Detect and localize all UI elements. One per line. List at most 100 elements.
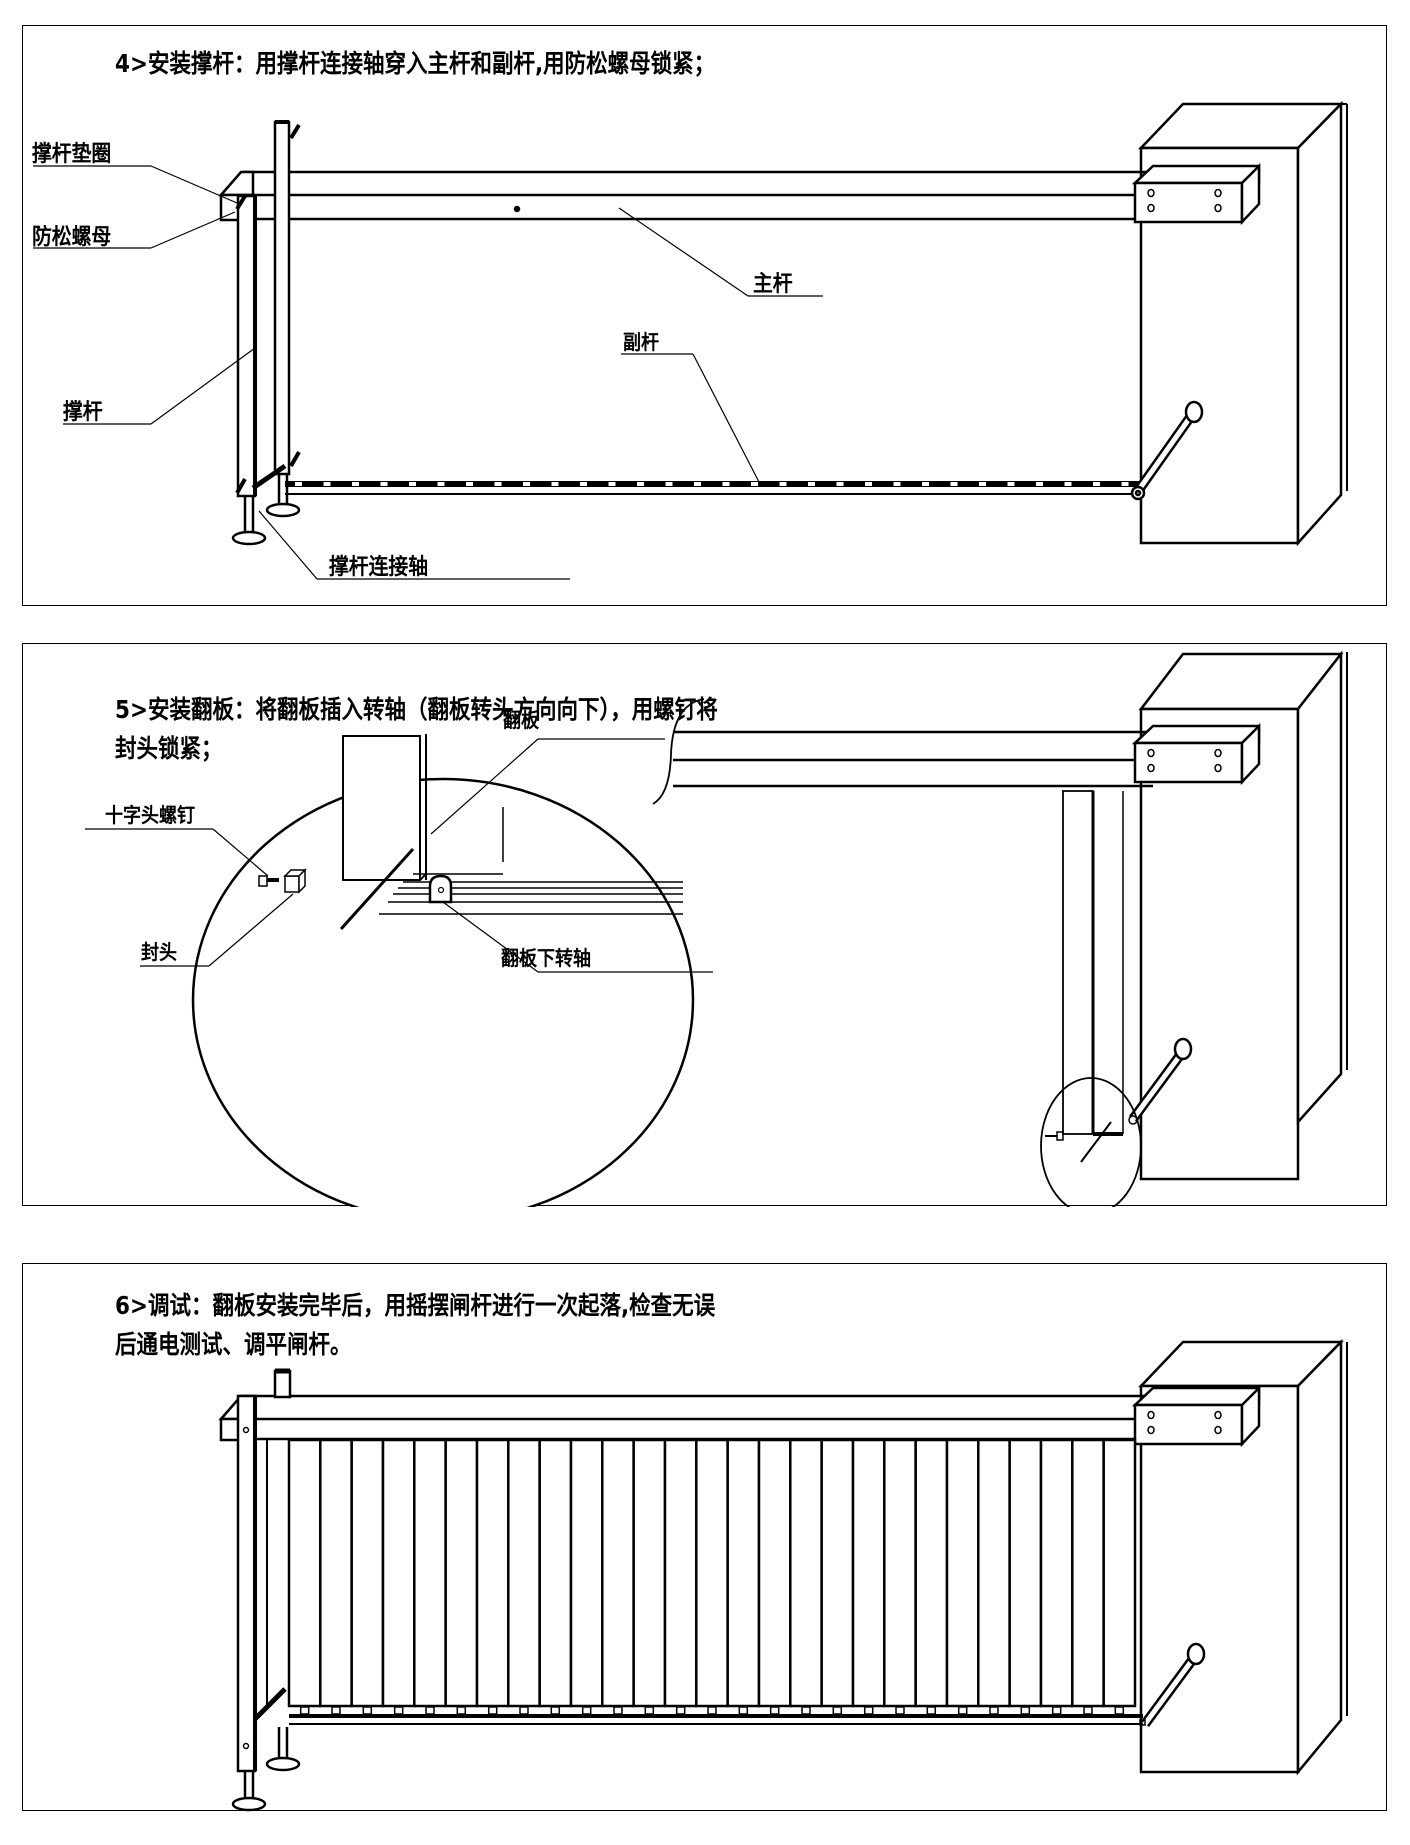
flap-pivot [989, 1706, 999, 1715]
chain-link [808, 482, 815, 486]
flap-panel [413, 1438, 447, 1708]
flap-panel [977, 1438, 1011, 1708]
main-boom [218, 1368, 1261, 1448]
flap-panel [475, 1438, 510, 1708]
flap-panel [820, 1438, 855, 1708]
callout-sub-boom: 副杆 [623, 330, 659, 354]
flap-pivot [613, 1706, 623, 1715]
step5-instruction-line2: 封头锁紧； [115, 734, 223, 763]
chain-link [1007, 482, 1015, 486]
flap-panel [601, 1438, 635, 1708]
flap-pivot [1020, 1706, 1031, 1715]
step5-instruction-line1: 5>安装翻板：将翻板插入转轴（翻板转头方向向下），用螺钉将 [115, 695, 718, 724]
flap-panel [538, 1438, 573, 1708]
step4-drawing [33, 100, 1348, 580]
chain-link [437, 482, 445, 486]
flap-pivot [1114, 1706, 1125, 1715]
main-boom [218, 162, 1261, 226]
flap-pivot [299, 1706, 310, 1715]
flap-pivot [895, 1706, 905, 1715]
flap-pivot [957, 1706, 968, 1715]
flap-panel [726, 1438, 761, 1708]
callout-phillips-screw: 十字头螺钉 [105, 803, 195, 827]
chain-link [380, 482, 388, 486]
chain-link [551, 482, 559, 486]
flap-panel [757, 1438, 792, 1708]
strut-posts [231, 1394, 301, 1812]
flap-pivot [550, 1706, 561, 1715]
callout-flap-lower-pivot: 翻板下转轴 [501, 946, 591, 970]
flap-pivot [926, 1706, 937, 1715]
flap-panel [1039, 1438, 1074, 1708]
chain-link [494, 482, 502, 486]
flap-panel [663, 1438, 698, 1708]
flap-panel [1102, 1438, 1137, 1708]
chain-link [665, 482, 673, 486]
flap-pivot [487, 1706, 498, 1715]
chain-link [608, 482, 616, 486]
flap-panel [883, 1438, 917, 1708]
flap-panel [381, 1438, 416, 1708]
chain-link [893, 482, 901, 486]
step6-panel: 6>调试：翻板安装完毕后，用摇摆闸杆进行一次起落,检查无误 后通电测试、调平闸杆… [22, 1263, 1387, 1812]
flap-pivot [769, 1706, 780, 1715]
step5-drawing [85, 650, 1348, 1207]
chain-link [323, 482, 331, 486]
step4-leader-lines [33, 165, 823, 580]
flap-pivot [581, 1706, 592, 1715]
callout-main-boom: 主杆 [753, 272, 793, 297]
flap-panel [444, 1438, 479, 1708]
chain-link [637, 482, 644, 486]
step5-gate-view [652, 650, 1348, 1207]
flap-panel [287, 1438, 322, 1708]
step5-leader-lines [85, 738, 713, 973]
flap-panel [507, 1438, 541, 1708]
flap-pivot [1051, 1706, 1062, 1715]
flap-panel [569, 1438, 604, 1708]
chain-link [950, 482, 958, 486]
step4-instruction: 4>安装撑杆：用撑杆连接轴穿入主杆和副杆,用防松螺母锁紧； [115, 49, 716, 78]
callout-strut-axle: 撑杆连接轴 [329, 555, 429, 580]
callout-strut: 撑杆 [63, 400, 103, 425]
chain-link [523, 482, 530, 486]
chain-link [352, 482, 359, 486]
detail-magnifier [191, 734, 695, 1207]
crank-arm [1130, 400, 1204, 501]
flap-pivot [832, 1706, 843, 1715]
flap-pivot [456, 1706, 467, 1715]
step6-drawing [218, 1338, 1348, 1812]
flap-panel [851, 1438, 886, 1708]
chain-link [751, 482, 758, 486]
sub-boom [289, 1714, 1143, 1725]
flap-pivot [707, 1706, 717, 1715]
chain-link [1064, 482, 1072, 486]
flap-panel [1008, 1438, 1043, 1708]
flap-pivot [801, 1706, 811, 1715]
flap-pivot [675, 1706, 686, 1715]
flap-pivot [362, 1706, 373, 1715]
flap-pivot [519, 1706, 529, 1715]
flap-pivot [863, 1706, 874, 1715]
crank-arm [1139, 1642, 1206, 1727]
flap-pivot [1083, 1706, 1093, 1715]
chain-link [409, 482, 416, 486]
flap-panel [319, 1438, 353, 1708]
chain-link [836, 482, 844, 486]
chain-link [922, 482, 929, 486]
chain-link [295, 482, 302, 486]
chain-link [722, 482, 730, 486]
flap-panel [1071, 1438, 1105, 1708]
chain-link [1036, 482, 1043, 486]
chain-link [779, 482, 787, 486]
callout-end-cap: 封头 [141, 940, 177, 964]
flap-panel [789, 1438, 823, 1708]
chain-link [979, 482, 986, 486]
flap-pivot [425, 1706, 435, 1715]
flap-panel-array [266, 1438, 1137, 1715]
flap-panel [632, 1438, 667, 1708]
step4-panel: 4>安装撑杆：用撑杆连接轴穿入主杆和副杆,用防松螺母锁紧； [22, 25, 1387, 606]
callout-lock-nut: 防松螺母 [32, 225, 112, 250]
chain-link [865, 482, 872, 486]
flap-panel [695, 1438, 729, 1708]
chain-link [1121, 482, 1129, 486]
